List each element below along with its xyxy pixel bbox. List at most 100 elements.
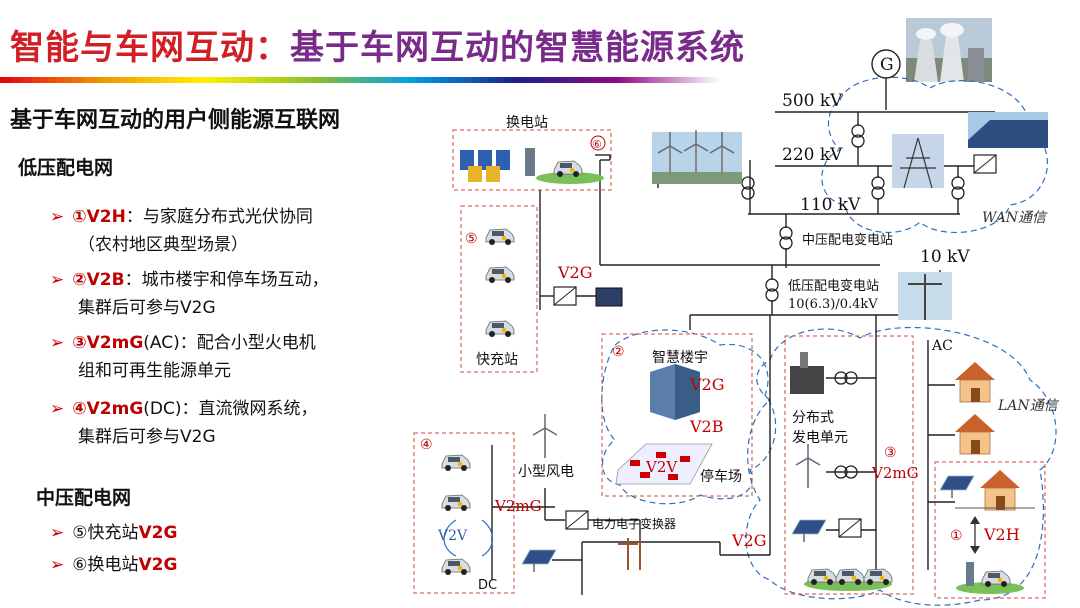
transformer-icon (951, 176, 965, 200)
swap-charger-icon (525, 148, 535, 176)
converter-icon (553, 286, 577, 306)
parking-label: 停车场 (700, 468, 742, 485)
item-key: ④V2mG (72, 399, 144, 419)
title-separator: ： (255, 28, 290, 68)
v2h-label: V2H (983, 525, 1020, 544)
fast-charge-label: 快充站 (476, 352, 518, 368)
rooftop-solar-icon (939, 475, 975, 499)
item-key: ②V2B (72, 270, 125, 290)
bus-110kv-label: 110 kV (800, 195, 861, 215)
building-icon (650, 364, 700, 420)
v2v-parking-label: V2V (645, 458, 678, 476)
inverter-icon (973, 154, 997, 174)
swap-station-base (536, 172, 604, 184)
distribution-pole-photo (898, 272, 952, 320)
item-key: V2G (138, 523, 178, 543)
list-item-fast-charge: ➢⑤快充站V2G (50, 519, 177, 547)
building-cloud (601, 329, 777, 505)
arrow-icon: ➢ (50, 555, 65, 575)
bus-220kv-label: 220 kV (782, 145, 843, 165)
car-icon (441, 558, 471, 576)
power-pole-icon (618, 538, 641, 570)
list-item-v2b: ➢ ②V2B：城市楼宇和停车场互动， 集群后可参与V2G (50, 266, 329, 322)
section-subtitle: 基于车网互动的用户侧能源互联网 (10, 108, 341, 133)
wan-label: WAN通信 (982, 210, 1048, 226)
item-text: (AC)：配合小型火电机 (143, 333, 316, 353)
title-part1: 智能与车网互动 (10, 28, 255, 68)
number-1: ① (950, 528, 963, 544)
title-rainbow-underline (0, 77, 720, 83)
solar-panel-icon (521, 549, 557, 573)
power-lines (491, 78, 995, 595)
ac-label: AC (931, 338, 953, 354)
swap-station-box (452, 129, 612, 191)
power-plant-photo (906, 18, 992, 82)
car-icon (441, 494, 471, 512)
item-key: ③V2mG (72, 333, 144, 353)
v2v-dc-label: V2V (437, 528, 468, 544)
house-icon (954, 413, 996, 455)
dc-microgrid-box (413, 432, 515, 594)
item-line2: 集群后可参与V2G (78, 298, 216, 318)
v2b-label: V2B (689, 417, 724, 436)
list-item-v2mg-ac: ➢ ③V2mG(AC)：配合小型火电机 组和可再生能源单元 (50, 329, 316, 385)
dc-label: DC (478, 578, 497, 593)
car-icon (441, 454, 471, 472)
low-substation-ratio: 10(6.3)/0.4kV (788, 297, 878, 312)
arrow-icon: ➢ (50, 207, 65, 227)
page-title: 智能与车网互动：基于车网互动的智慧能源系统 (10, 20, 745, 69)
transmission-tower-photo (892, 134, 944, 189)
number-6-badge (590, 135, 606, 151)
v2g-fast-label: V2G (557, 263, 593, 282)
v2g-bottom-label: V2G (731, 531, 767, 550)
low-substation-label: 低压配电变电站 (788, 278, 879, 294)
dist-gen-label-2: 发电单元 (792, 430, 848, 446)
number-2: ② (612, 344, 625, 360)
small-wind-label: 小型风电 (518, 464, 574, 480)
item-text: ：城市楼宇和停车场互动， (124, 270, 329, 290)
transformer-icon (871, 176, 885, 200)
low-voltage-heading: 低压配电网 (18, 157, 114, 179)
transformer-icon (779, 226, 793, 250)
mid-substation-label: 中压配电变电站 (802, 232, 893, 248)
converter-icon (565, 510, 589, 530)
battery-storage-icon (595, 287, 623, 307)
v2h-arrowheads (970, 516, 980, 554)
solar-panel-icon (791, 519, 827, 543)
v2v-arrow (481, 519, 494, 557)
ac-microgrid-box (784, 335, 914, 595)
home-charger-icon (966, 562, 974, 586)
smart-building-box (601, 333, 753, 497)
car-icon (485, 228, 515, 246)
v2v-arrow (443, 519, 457, 557)
number-4: ④ (420, 437, 433, 453)
item-line2: 组和可再生能源单元 (78, 361, 231, 381)
number-5: ⑤ (465, 231, 478, 247)
v2mg-ac-label: V2mG (871, 464, 919, 482)
transformer-icon (741, 176, 755, 200)
item-text: ⑥换电站 (72, 555, 139, 575)
bus-10kv-label: 10 kV (920, 247, 970, 267)
swap-station-label: 换电站 (506, 114, 548, 131)
car-icon (485, 320, 515, 338)
arrow-icon: ➢ (50, 270, 65, 290)
item-key: ①V2H (72, 207, 126, 227)
transformer-icon (851, 124, 865, 148)
list-item-v2mg-dc: ➢④V2mG(DC)：直流微网系统， 集群后可参与V2G (50, 395, 318, 451)
arrow-icon: ➢ (50, 333, 65, 353)
v2h-box (934, 461, 1046, 599)
thermal-generator-icon (790, 352, 824, 394)
house-icon (979, 469, 1021, 511)
fast-charge-box (460, 205, 538, 373)
solar-farm-photo (968, 112, 1048, 148)
list-item-swap-station: ➢⑥换电站V2G (50, 551, 177, 579)
small-wind-turbine-icon (532, 413, 558, 459)
dist-gen-label-1: 分布式 (792, 410, 834, 426)
wind-farm-photo (652, 129, 742, 184)
lan-label: LAN通信 (997, 398, 1060, 414)
item-line2: 集群后可参与V2G (78, 427, 216, 447)
list-item-v2h: ➢①V2H：与家庭分布式光伏协同 （农村地区典型场景） (50, 203, 313, 259)
converter-icon (838, 518, 862, 538)
v2mg-dc-label: V2mG (494, 497, 542, 515)
parking-lot-icon (615, 443, 713, 485)
